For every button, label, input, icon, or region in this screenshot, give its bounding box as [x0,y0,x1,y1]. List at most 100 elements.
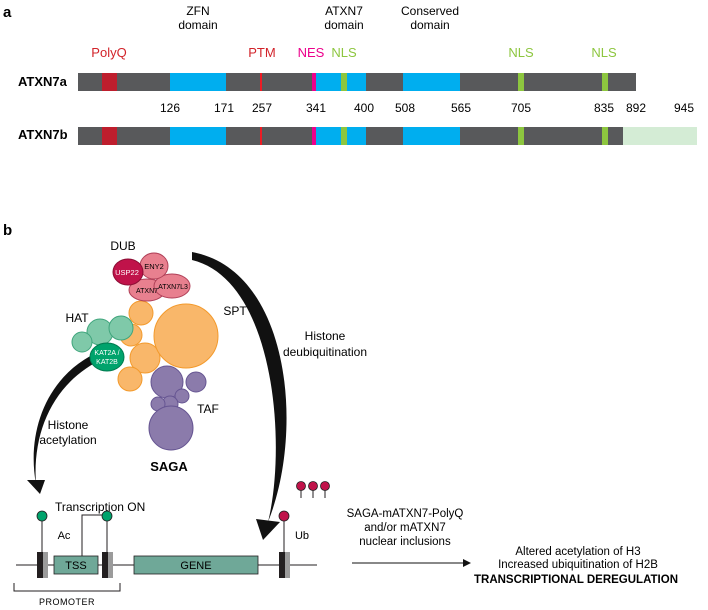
acetylation-label-1: Histone [48,418,89,432]
isoform-b-label: ATXN7b [18,127,68,142]
position-565: 565 [451,101,471,115]
condition-line-1: SAGA-mATXN7-PolyQ [347,508,464,520]
ptm-site-a [260,73,262,91]
polyq-label: PolyQ [91,45,126,60]
hat-subunit [108,315,134,341]
deubiquitination-label-1: Histone [305,329,346,343]
transcription-start-arrow [81,514,104,556]
nls-site-a-1 [341,73,347,91]
position-171: 171 [214,101,234,115]
polyq-region-b [102,127,117,145]
acetylation-label-2: acetylation [39,433,96,447]
nls-site-b-3 [602,127,608,145]
position-945: 945 [674,101,694,115]
nes-label: NES [298,45,325,60]
taf-label: TAF [197,402,219,416]
usp22-label: USP22 [115,268,139,277]
ub-label: Ub [295,530,309,542]
ubiquitin-chain [296,481,330,498]
zfn-header-1: ZFN [186,4,209,18]
outcome-line-2: Increased ubiquitination of H2B [498,559,658,571]
panel-a-letter: a [3,4,12,21]
isoform-a-bar [78,73,636,91]
gene-box [133,555,259,575]
spt-subunit [117,366,143,392]
panel-b-letter: b [3,222,12,239]
transcription-on-label: Transcription ON [55,500,145,514]
atxn7-header-2: domain [324,18,363,32]
nls-site-b-1 [341,127,347,145]
polyq-region-a [102,73,117,91]
acetylation-arrowhead [27,480,45,494]
nls-site-b-2 [518,127,524,145]
position-341: 341 [306,101,326,115]
position-257: 257 [252,101,272,115]
kat2a-label: KAT2A / [94,350,119,357]
ptm-label: PTM [248,45,275,60]
position-508: 508 [395,101,415,115]
taf-subunit [174,388,190,404]
position-705: 705 [511,101,531,115]
atxn7l3-subunit [153,273,191,299]
kat2b-label: KAT2B [96,359,118,366]
position-835: 835 [594,101,614,115]
deubiquitination-label-2: deubiquitination [283,345,367,359]
promoter-label: PROMOTER [39,597,95,607]
spt-subunit [128,300,154,326]
atxn7-label: ATXN7 [136,288,158,295]
ptm-site-b [260,127,262,145]
dub-label: DUB [110,239,135,253]
eny2-label: ENY2 [144,262,164,271]
nucleosome-3 [278,510,290,578]
saga-label: SAGA [150,459,188,474]
zfn-header-2: domain [178,18,217,32]
atxn7l3-label: ATXN7L3 [158,284,188,291]
spt-label: SPT [223,304,247,318]
nes-site-a [312,73,316,91]
nls-site-a-3 [602,73,608,91]
taf-main [148,405,194,451]
nls-label-2: NLS [508,45,534,60]
conserved-header-2: domain [410,18,449,32]
condition-line-2: and/or mATXN7 [364,522,446,534]
nucleosome-1 [36,510,48,578]
outcome-line-3: TRANSCRIPTIONAL DEREGULATION [474,574,678,586]
saga-complex: KAT2A / KAT2B USP22 ENY2 ATXN7 ATXN7L3 [71,252,219,451]
acetylation-arrow [33,350,105,484]
usp22-subunit [112,258,144,286]
position-892: 892 [626,101,646,115]
promoter-bracket [13,583,121,592]
nes-site-b [312,127,316,145]
tss-label: TSS [65,560,86,572]
isoform-b-bar [78,127,697,145]
acetyl-mark [36,510,48,522]
extension-b [623,127,697,145]
taf-subunit [185,371,207,393]
condition-line-3: nuclear inclusions [359,536,451,548]
conserved-header-1: Conserved [401,4,459,18]
conserved-domain-a [403,73,460,91]
nucleosome-2 [101,510,113,578]
position-126: 126 [160,101,180,115]
nls-site-a-2 [518,73,524,91]
hat-subunit [71,331,93,353]
nls-label-1: NLS [331,45,357,60]
acetyl-mark [101,510,113,522]
deubiquitination-arrow [192,252,287,522]
ubiquitin-mark [278,510,290,522]
zfn-domain-a [170,73,226,91]
tss-box [53,555,99,575]
zfn-domain-b [170,127,226,145]
outcome-line-1: Altered acetylation of H3 [515,546,640,558]
kat2a-kat2b-subunit [89,342,125,372]
deubiquitination-arrowhead [256,519,280,540]
nls-label-3: NLS [591,45,617,60]
atxn7-header-1: ATXN7 [325,4,363,18]
conserved-domain-b [403,127,460,145]
hat-label: HAT [65,311,89,325]
isoform-a-label: ATXN7a [18,74,68,89]
spt-main [153,303,219,369]
position-400: 400 [354,101,374,115]
spt-subunit [129,342,161,374]
